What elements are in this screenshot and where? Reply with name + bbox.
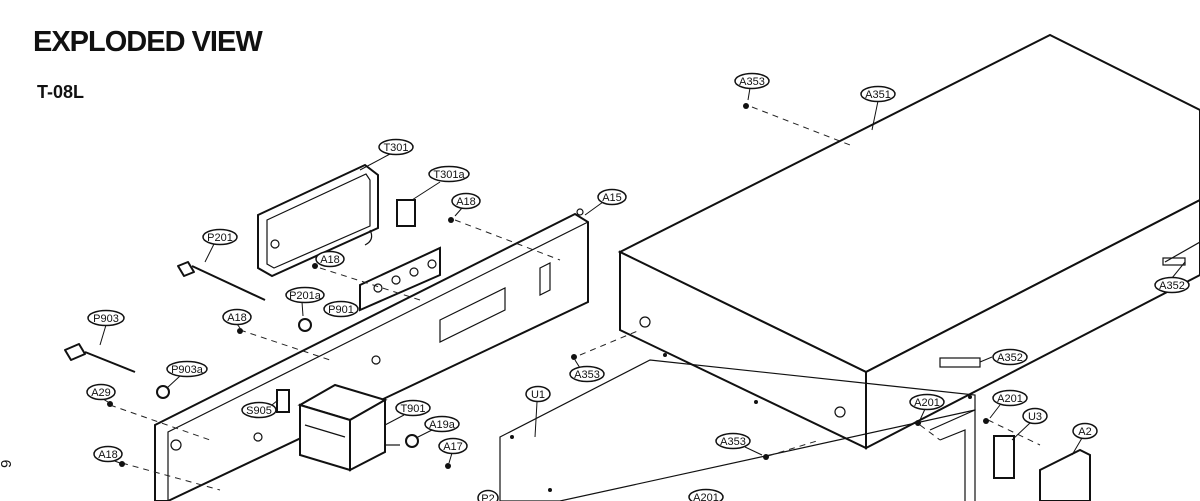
callout-p2: P2 — [477, 489, 499, 501]
callout-a2: A2 — [1071, 422, 1098, 456]
callout-a18-2: A18 — [315, 250, 345, 268]
svg-text:P201a: P201a — [289, 290, 322, 302]
callout-a18-4: A18 — [93, 445, 123, 464]
callout-a29: A29 — [86, 383, 116, 403]
callout-a351: A351 — [860, 85, 896, 131]
callout-u1: U1 — [525, 385, 551, 438]
svg-text:A351: A351 — [865, 89, 891, 101]
svg-text:A352: A352 — [997, 352, 1023, 364]
bottom-chassis — [499, 353, 976, 501]
callout-u3: U3 — [1011, 407, 1048, 441]
callout-a19a: A19a — [415, 415, 460, 439]
svg-text:A18: A18 — [227, 312, 247, 324]
display-window — [257, 163, 416, 278]
callout-p201: P201 — [202, 228, 238, 263]
callout-a201-3: A201 — [688, 488, 724, 501]
callout-a18-1: A18 — [451, 192, 481, 217]
power-transformer — [297, 383, 400, 472]
callout-a352-right: A352 — [1154, 261, 1190, 294]
svg-text:P901: P901 — [328, 304, 354, 316]
callout-a352-mid: A352 — [979, 348, 1028, 366]
callout-a201-1: A201 — [909, 393, 945, 421]
callout-t301a: T301a — [411, 165, 470, 201]
page-title: EXPLODED VIEW — [33, 26, 263, 58]
top-cover — [617, 33, 1200, 450]
callout-p903a: P903a — [166, 360, 208, 389]
front-panel — [154, 208, 589, 501]
callout-a17: A17 — [438, 437, 468, 464]
svg-text:A18: A18 — [98, 449, 118, 461]
svg-text:A201: A201 — [997, 393, 1023, 405]
svg-text:A201: A201 — [914, 397, 940, 409]
callout-t301: T301 — [359, 138, 414, 171]
svg-text:U1: U1 — [531, 389, 545, 401]
callout-p901: P901 — [323, 300, 359, 318]
callout-p903: P903 — [87, 309, 125, 346]
svg-text:A2: A2 — [1078, 426, 1091, 438]
svg-text:A17: A17 — [443, 441, 463, 453]
callout-a15: A15 — [584, 188, 627, 216]
svg-text:T301: T301 — [383, 142, 408, 154]
jack-board — [359, 246, 441, 312]
callout-p201a: P201a — [285, 286, 325, 317]
svg-text:P903: P903 — [93, 313, 119, 325]
callout-a353-mid: A353 — [569, 359, 605, 383]
svg-text:A29: A29 — [91, 387, 111, 399]
svg-text:A19a: A19a — [429, 419, 456, 431]
svg-text:A18: A18 — [320, 254, 340, 266]
svg-text:T301a: T301a — [433, 169, 465, 181]
callout-s905: S905 — [241, 399, 279, 419]
svg-text:A18: A18 — [456, 196, 476, 208]
callout-a201-2: A201 — [989, 389, 1028, 419]
callout-a18-3: A18 — [222, 308, 252, 329]
model-number: T-08L — [37, 82, 85, 102]
svg-text:S905: S905 — [246, 405, 272, 417]
svg-text:A352: A352 — [1159, 280, 1185, 292]
svg-text:T901: T901 — [400, 403, 425, 415]
callout-t901: T901 — [384, 399, 431, 426]
svg-text:P201: P201 — [207, 232, 233, 244]
svg-text:A353: A353 — [574, 369, 600, 381]
svg-text:U3: U3 — [1028, 411, 1042, 423]
svg-text:A353: A353 — [720, 436, 746, 448]
svg-text:A353: A353 — [739, 76, 765, 88]
svg-text:P903a: P903a — [171, 364, 204, 376]
svg-text:P2: P2 — [481, 493, 494, 501]
callout-a353-bottom: A353 — [715, 432, 763, 456]
callout-a353-top: A353 — [734, 72, 770, 101]
svg-text:A15: A15 — [602, 192, 622, 204]
svg-text:A201: A201 — [693, 492, 719, 501]
